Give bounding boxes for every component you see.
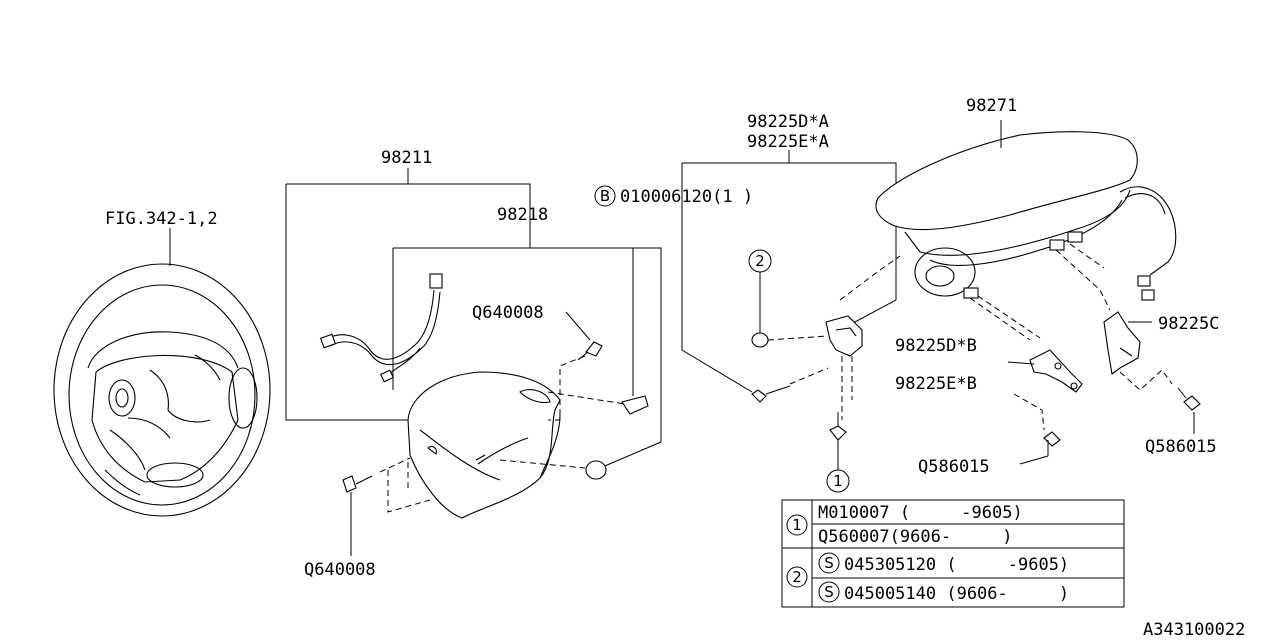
nut-2 <box>751 272 829 348</box>
marker-b-circle <box>594 185 616 207</box>
table-row2-line1: 045305120 ( -9605) <box>844 555 1069 575</box>
bolt-q586015-left <box>1019 431 1061 465</box>
table-row1-marker: 1 <box>792 516 802 534</box>
part-98218-label: 98218 <box>497 205 548 225</box>
passenger-airbag-module <box>875 120 1177 341</box>
wire-harness <box>319 273 443 383</box>
table-row2-s-marker-1: S <box>824 554 834 572</box>
table-row1-line2: Q560007(9606- ) <box>818 527 1012 547</box>
clip-right <box>547 391 649 415</box>
table-row2-line2: 045005140 (9606- ) <box>844 584 1069 604</box>
fastener-table: 1 M010007 ( -9605) Q560007(9606- ) 2 S 0… <box>781 499 1125 608</box>
marker-1: 1 <box>833 472 843 490</box>
part-98225ea-label: 98225E*A <box>747 132 829 152</box>
marker-1-circle <box>826 469 850 493</box>
part-98225c-label: 98225C <box>1158 314 1219 334</box>
airbag-pad <box>407 371 561 519</box>
table-row1-line1: M010007 ( -9605) <box>818 503 1023 523</box>
marker-b: B <box>600 187 610 205</box>
bolt-b-code-label: 010006120(1 ) <box>620 187 753 207</box>
steering-wheel <box>53 228 271 517</box>
part-98225eb-label: 98225E*B <box>895 374 977 394</box>
part-q586015-right-label: Q586015 <box>1145 437 1217 457</box>
fig-ref-label: FIG.342-1,2 <box>105 209 218 229</box>
part-98225da-label: 98225D*A <box>747 112 829 132</box>
part-q640008-upper-label: Q640008 <box>472 303 544 323</box>
nut-lower-right <box>499 459 607 480</box>
part-98211-label: 98211 <box>381 148 432 168</box>
part-98271-label: 98271 <box>966 96 1017 116</box>
bolt-q586015-right <box>1177 387 1201 434</box>
diagram-id-label: A343100022 <box>1143 620 1245 640</box>
bracket-a <box>825 255 901 420</box>
marker-2-circle <box>748 249 772 273</box>
bolt-b <box>751 367 829 403</box>
table-row2-marker: 2 <box>792 568 802 586</box>
part-q640008-lower-label: Q640008 <box>304 560 376 580</box>
table-row2-s-marker-2: S <box>824 583 834 601</box>
bolt-1 <box>829 412 847 470</box>
marker-2: 2 <box>755 252 765 270</box>
part-98225db-label: 98225D*B <box>895 336 977 356</box>
bracket-c <box>1103 311 1173 391</box>
screw-q640008-lower <box>342 457 431 556</box>
bracket-d-b <box>1007 349 1083 431</box>
screw-q640008-upper <box>548 311 603 421</box>
part-q586015-left-label: Q586015 <box>918 457 990 477</box>
